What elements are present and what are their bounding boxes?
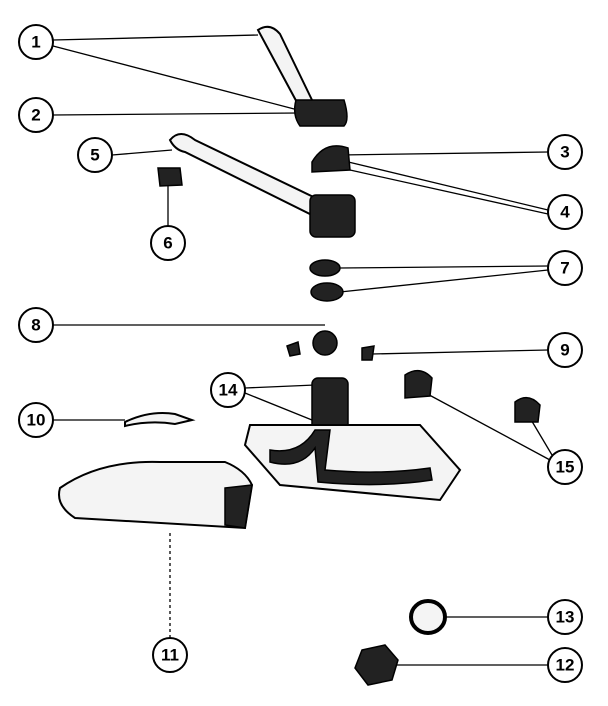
parts [58, 25, 541, 686]
handle-body [293, 99, 348, 127]
svg-text:14: 14 [219, 381, 238, 400]
leader-14b [244, 392, 313, 421]
callout-7: 7 [547, 250, 583, 286]
svg-text:6: 6 [163, 234, 172, 253]
svg-text:10: 10 [27, 411, 46, 430]
cap [311, 145, 351, 173]
escutcheon-end [224, 484, 253, 529]
callout-6: 6 [150, 225, 186, 261]
leader-7b [339, 269, 549, 293]
small-seal-right [361, 345, 375, 361]
escutcheon [58, 460, 254, 530]
callout-1: 1 [18, 24, 54, 60]
svg-text:1: 1 [31, 33, 40, 52]
svg-text:7: 7 [560, 259, 569, 278]
leader-3 [339, 151, 549, 156]
leader-4b [349, 169, 549, 215]
leader-14a [244, 384, 316, 389]
aerator [157, 167, 183, 187]
ball [312, 330, 338, 356]
leader-7a [339, 265, 549, 269]
nut-15b [514, 396, 541, 423]
leader-4a [339, 159, 549, 211]
svg-text:8: 8 [31, 316, 40, 335]
svg-text:3: 3 [560, 143, 569, 162]
svg-text:12: 12 [556, 656, 575, 675]
callout-11: 11 [152, 637, 188, 673]
svg-text:15: 15 [556, 458, 575, 477]
callout-3: 3 [547, 134, 583, 170]
leader-lines [52, 34, 553, 666]
small-seal-left [286, 340, 301, 357]
svg-text:13: 13 [556, 608, 575, 627]
svg-text:2: 2 [31, 106, 40, 125]
hex-nut [354, 644, 399, 686]
leader-5 [111, 149, 173, 156]
leader-1a [52, 34, 259, 41]
supply-tubes [269, 429, 433, 486]
leader-1b [52, 45, 299, 111]
svg-text:9: 9 [560, 341, 569, 360]
leader-15a [419, 389, 551, 461]
svg-text:4: 4 [560, 203, 570, 222]
nut-15a [404, 369, 433, 399]
callout-12: 12 [547, 647, 583, 683]
washer [409, 599, 447, 635]
seal-lower [310, 282, 344, 302]
callout-5: 5 [77, 137, 113, 173]
callout-14: 14 [210, 372, 246, 408]
seal-upper [309, 259, 341, 277]
callout-9: 9 [547, 332, 583, 368]
callout-10: 10 [18, 402, 54, 438]
handle-lever [256, 25, 314, 110]
callout-4: 4 [547, 194, 583, 230]
leader-2 [52, 112, 299, 116]
svg-text:11: 11 [161, 646, 179, 665]
callout-15: 15 [547, 449, 583, 485]
callout-8: 8 [18, 307, 54, 343]
leader-15b [529, 417, 553, 456]
callout-13: 13 [547, 599, 583, 635]
spout [168, 133, 332, 222]
clip [124, 412, 196, 428]
callout-2: 2 [18, 97, 54, 133]
svg-text:5: 5 [90, 146, 99, 165]
leader-9 [371, 349, 549, 355]
spout-collar [309, 194, 356, 238]
